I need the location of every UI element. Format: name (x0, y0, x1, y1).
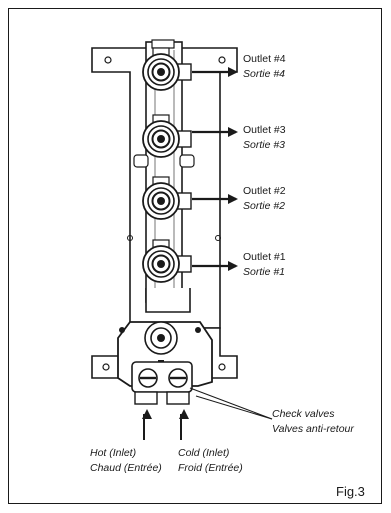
hot-inlet-label: Hot (Inlet) Chaud (Entrée) (90, 447, 162, 474)
outlet-3-en: Outlet #3 (243, 124, 286, 136)
outlet-label-1: Outlet #1 Sortie #1 (243, 251, 286, 278)
outlet-label-3: Outlet #3 Sortie #3 (243, 124, 286, 151)
outlet-1-fr: Sortie #1 (243, 266, 285, 278)
outlet-port-4 (142, 47, 192, 91)
outlet-label-4: Outlet #4 Sortie #4 (243, 53, 286, 80)
hot-inlet-en: Hot (Inlet) (90, 447, 136, 459)
outlet-3-fr: Sortie #3 (243, 139, 285, 151)
cold-inlet-en: Cold (Inlet) (178, 447, 229, 459)
figure-frame (8, 8, 382, 504)
check-valve-leader-2 (189, 387, 273, 420)
check-valves-label: Check valves Valves anti-retour (272, 408, 354, 435)
outlet-4-en: Outlet #4 (243, 53, 286, 65)
check-valves-fr: Valves anti-retour (272, 423, 354, 435)
figure-label: Fig.3 (336, 484, 365, 499)
outlet-2-en: Outlet #2 (243, 185, 286, 197)
check-valve-leader-1 (195, 395, 273, 420)
outlet-2-fr: Sortie #2 (243, 200, 285, 212)
outlet-port-3 (142, 114, 192, 158)
outlet-label-2: Outlet #2 Sortie #2 (243, 185, 286, 212)
check-valves (131, 361, 193, 405)
outlet-4-fr: Sortie #4 (243, 68, 285, 80)
cold-inlet-label: Cold (Inlet) Froid (Entrée) (178, 447, 243, 474)
outlet-port-2 (142, 176, 192, 220)
outlet-1-en: Outlet #1 (243, 251, 286, 263)
cold-inlet-fr: Froid (Entrée) (178, 462, 243, 474)
outlet-port-1 (142, 239, 192, 283)
hot-inlet-fr: Chaud (Entrée) (90, 462, 162, 474)
check-valves-en: Check valves (272, 408, 335, 420)
outlet-ports (142, 47, 238, 283)
